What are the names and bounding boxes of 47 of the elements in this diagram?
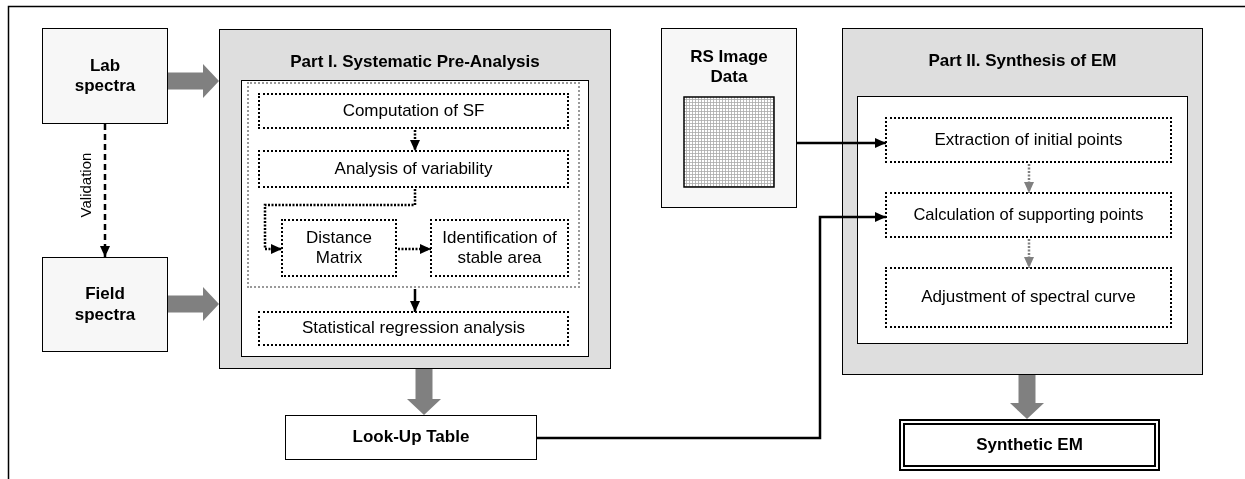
step-label: Calculation of supporting points bbox=[913, 205, 1144, 225]
inner-panel bbox=[856, 95, 1188, 344]
block-arrow bbox=[407, 369, 441, 415]
arrow bbox=[537, 212, 886, 440]
block-arrow bbox=[168, 64, 219, 98]
step-group-frame bbox=[247, 82, 580, 288]
block-arrow bbox=[168, 287, 219, 321]
result-box bbox=[899, 419, 1160, 471]
process-box bbox=[885, 117, 1172, 163]
step-label: Analysis of variability bbox=[334, 158, 493, 180]
arrow bbox=[100, 124, 110, 257]
source-box bbox=[42, 28, 168, 124]
box-label: Synthetic EM bbox=[976, 434, 1083, 456]
step-label: Extraction of initial points bbox=[934, 129, 1123, 151]
process-panel bbox=[219, 29, 611, 369]
box-label: Look-Up Table bbox=[352, 427, 470, 448]
arrow bbox=[410, 130, 420, 151]
process-box bbox=[258, 93, 569, 129]
box-label: Lab spectra bbox=[73, 55, 137, 97]
source-box bbox=[42, 257, 168, 352]
panel-title: Part II. Synthesis of EM bbox=[928, 51, 1117, 72]
arrow bbox=[1024, 164, 1034, 193]
process-panel bbox=[842, 28, 1203, 375]
arrow bbox=[263, 189, 417, 254]
arrow bbox=[797, 138, 886, 148]
process-box bbox=[258, 311, 569, 346]
process-box bbox=[281, 219, 397, 277]
step-label: Statistical regression analysis bbox=[302, 318, 525, 339]
block-arrow bbox=[1010, 375, 1044, 419]
data-box bbox=[661, 28, 797, 208]
process-box bbox=[258, 150, 569, 188]
arrow bbox=[1024, 239, 1034, 268]
step-label: Identification of stable area bbox=[441, 227, 558, 269]
step-label: Adjustment of spectral curve bbox=[921, 287, 1136, 308]
inner-panel bbox=[240, 79, 589, 357]
output-box bbox=[285, 415, 537, 460]
arrow bbox=[410, 289, 420, 312]
arrow bbox=[398, 244, 431, 254]
process-box bbox=[430, 219, 569, 277]
panel-title: Part I. Systematic Pre-Analysis bbox=[290, 52, 540, 73]
step-label: Computation of SF bbox=[342, 100, 485, 122]
edge-label: Validation bbox=[77, 152, 93, 217]
box-label: RS Image Data bbox=[689, 47, 769, 88]
process-box bbox=[885, 192, 1172, 238]
box-label: Field spectra bbox=[73, 284, 137, 325]
step-label: Distance Matrix bbox=[304, 227, 374, 269]
process-box bbox=[885, 267, 1172, 328]
